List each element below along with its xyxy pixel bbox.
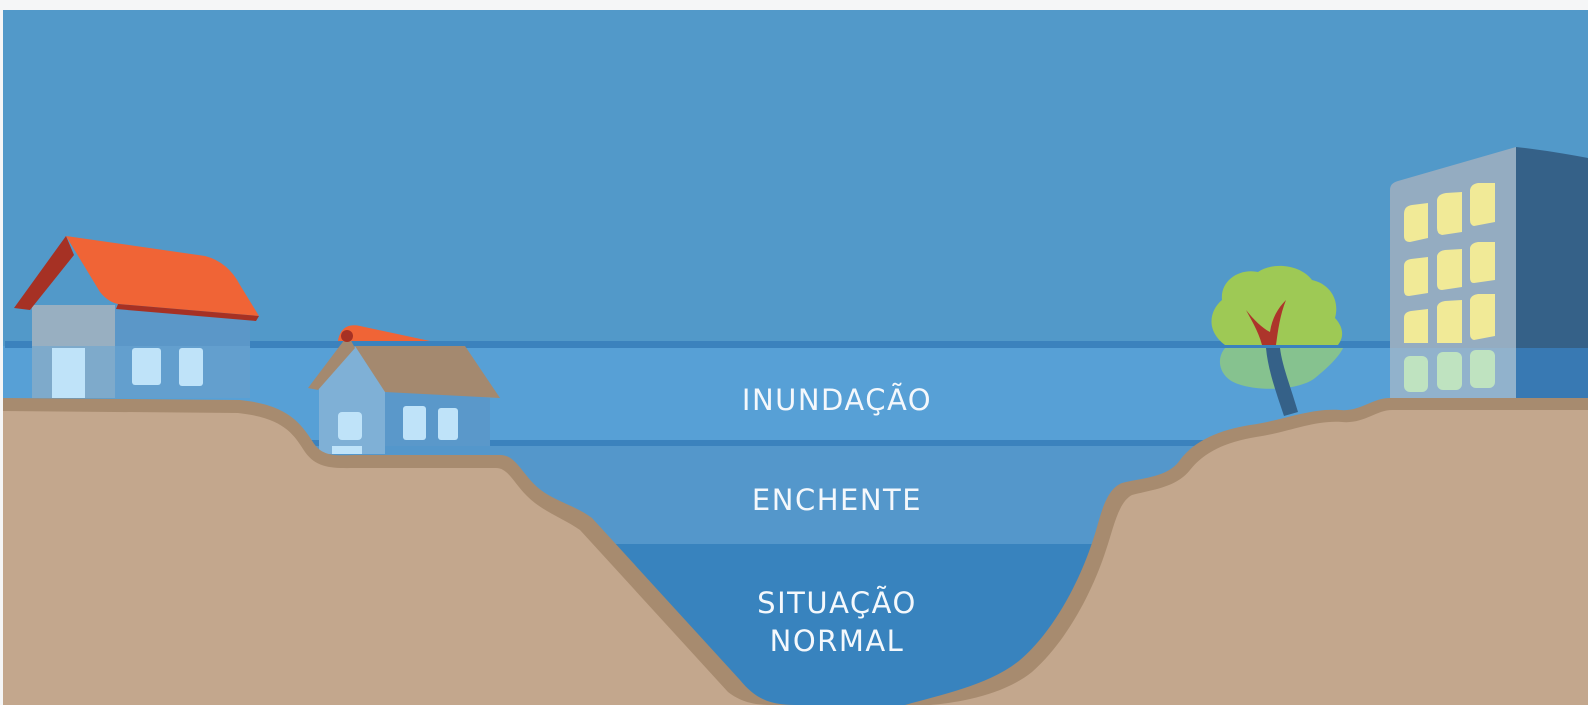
building-icon <box>1390 147 1588 400</box>
ground-left <box>3 411 780 705</box>
normal-situation-label-line2: NORMAL <box>770 624 905 658</box>
tree-icon <box>1211 265 1343 416</box>
flood-zone-label: INUNDAÇÃO <box>742 383 932 417</box>
normal-situation-label-line1: SITUAÇÃO <box>757 586 917 620</box>
ground-right <box>930 410 1588 705</box>
high-water-level-line <box>300 440 1220 446</box>
flood-level-line <box>5 341 1588 348</box>
house-large-icon <box>14 236 259 398</box>
high-water-zone-label: ENCHENTE <box>752 483 922 517</box>
house-small-icon <box>308 325 500 454</box>
